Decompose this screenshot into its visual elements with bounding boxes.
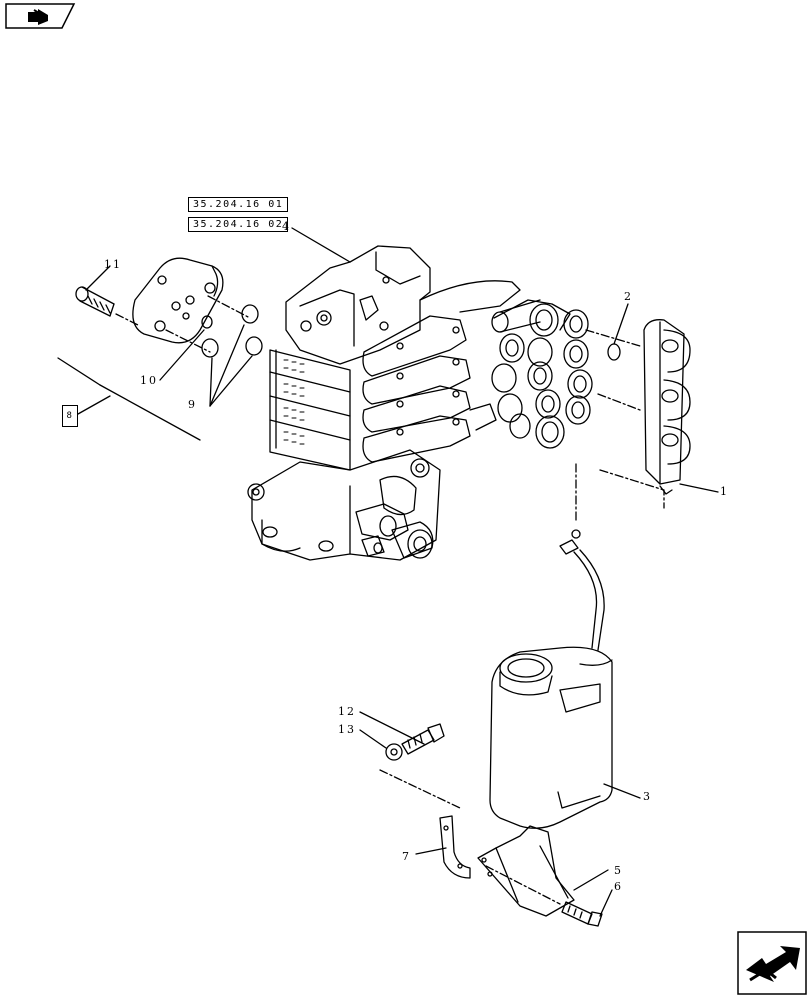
next-nav-button[interactable]: [736, 930, 808, 996]
callout-1: 1: [720, 485, 729, 498]
bolt-11: [75, 286, 141, 327]
back-nav-button[interactable]: [4, 2, 76, 30]
flange-plate: [132, 257, 224, 344]
callout-8: 8: [66, 411, 74, 421]
bracket-5: [477, 825, 575, 917]
callout-7: 7: [402, 850, 411, 863]
reference-link-2[interactable]: 35.204.16 02: [188, 217, 289, 232]
valve-block: [247, 245, 521, 561]
reference-link-1[interactable]: 35.204.16 01: [188, 197, 289, 212]
arrow-back-icon: [5, 3, 76, 29]
callout-3: 3: [643, 790, 652, 803]
hose: [559, 529, 605, 651]
reservoir-tank: [489, 646, 613, 829]
callout-9: 9: [188, 398, 197, 411]
callout-12: 12: [338, 705, 356, 718]
callout-5: 5: [614, 864, 623, 877]
dust-cap-bank: [643, 319, 691, 495]
callout-box-8[interactable]: 8: [62, 405, 78, 427]
callout-11: 11: [104, 258, 122, 271]
callout-13: 13: [338, 723, 356, 736]
callout-10: 10: [140, 374, 158, 387]
callout-2: 2: [624, 290, 633, 303]
coupler-bank: [491, 299, 593, 449]
callout-4: 4: [282, 220, 291, 233]
bracket-7: [439, 815, 471, 879]
bolt-6: [561, 901, 603, 927]
callout-6: 6: [614, 880, 623, 893]
arrow-next-icon: [737, 931, 807, 995]
bolt-12: [401, 723, 445, 755]
